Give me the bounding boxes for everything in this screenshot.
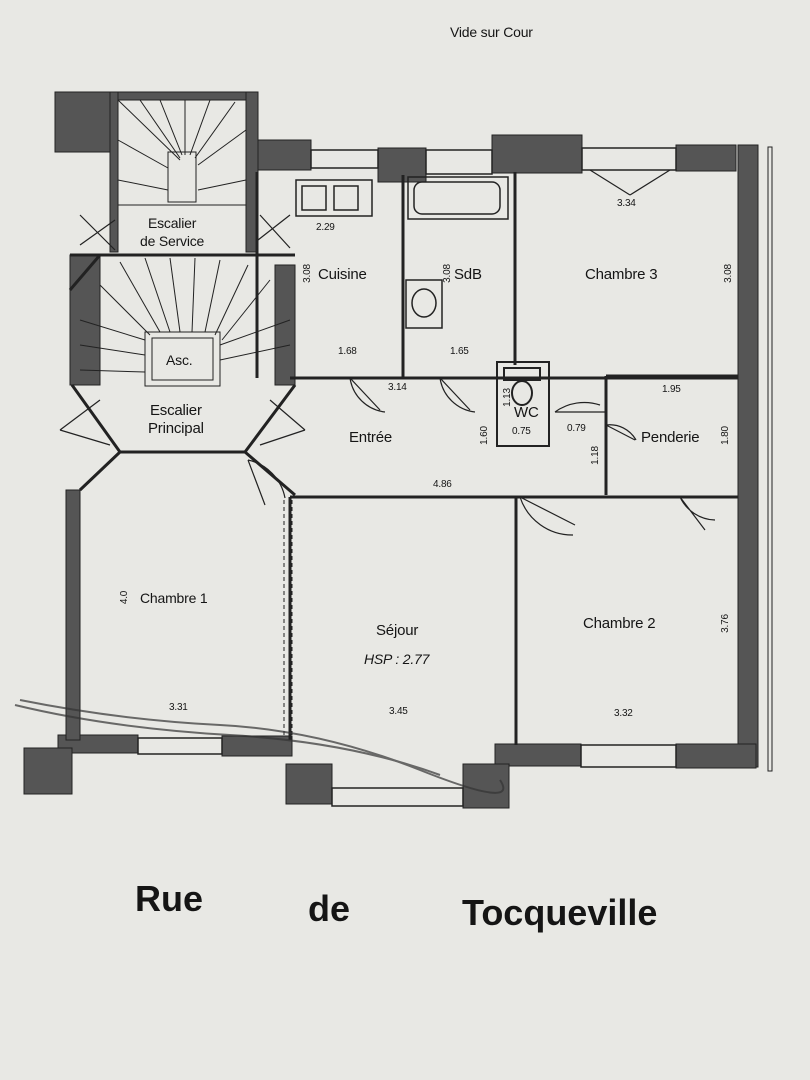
dim-cuisine-bottom: 1.68 [338,346,357,357]
label-sdb: SdB [454,266,482,283]
dim-chambre1-width: 3.31 [169,702,188,713]
dim-sdb-height: 3.08 [441,264,453,283]
label-cuisine: Cuisine [318,266,367,283]
street-word-tocqueville: Tocqueville [462,892,658,933]
dim-cuisine-width: 2.29 [316,222,335,233]
walls [23,91,773,809]
label-escalier-principal-1: Escalier [149,402,202,419]
dim-penderie-side: 1.18 [589,446,601,465]
dim-penderie-height: 1.80 [719,426,731,445]
dim-sejour-width: 3.45 [389,706,408,717]
wc-box [496,361,550,447]
dim-wc-width: 0.75 [512,426,531,437]
label-penderie: Penderie [641,429,700,446]
label-sejour-hsp: HSP : 2.77 [364,651,430,667]
interior-walls [68,172,738,745]
dim-entree-top: 3.14 [388,382,407,393]
label-wc: WC [514,404,539,421]
label-ascenseur: Asc. [166,352,193,368]
label-chambre3: Chambre 3 [585,266,658,283]
dim-sdb-bottom: 1.65 [450,346,469,357]
label-escalier-service-2: de Service [140,233,205,249]
label-chambre2: Chambre 2 [583,615,656,632]
dim-chambre2-width: 3.32 [614,708,633,719]
main-stair-steps [79,257,291,387]
dim-chambre2-height: 3.76 [719,614,731,633]
label-escalier-service-1: Escalier [147,215,197,231]
dim-entree-width: 4.86 [433,479,452,490]
label-chambre1: Chambre 1 [140,590,208,606]
top-label: Vide sur Cour [450,24,533,40]
label-escalier-principal: Escalier Principal [148,402,204,438]
dim-chambre3-width: 3.34 [617,198,636,209]
label-escalier-service: Escalier de Service [140,214,204,250]
dim-chambre1-height: 4.0 [119,590,131,605]
label-escalier-principal-2: Principal [148,420,204,437]
windows [137,147,677,807]
dim-penderie-width: 1.95 [662,384,681,395]
dim-chambre3-height: 3.08 [722,264,734,283]
dim-cuisine-height: 3.08 [301,264,313,283]
label-sejour: Séjour [376,622,419,639]
label-entree: Entrée [349,429,392,446]
dim-door-width: 0.79 [567,423,586,434]
fixtures [295,176,509,329]
service-stair-steps [117,99,247,206]
dim-entree-height: 1.60 [478,426,490,445]
scan-smudge [14,699,505,794]
street-word-rue: Rue [135,878,204,919]
dim-wc-height: 1.13 [501,388,513,407]
street-word-de: de [308,888,351,929]
door-swings [59,169,716,536]
